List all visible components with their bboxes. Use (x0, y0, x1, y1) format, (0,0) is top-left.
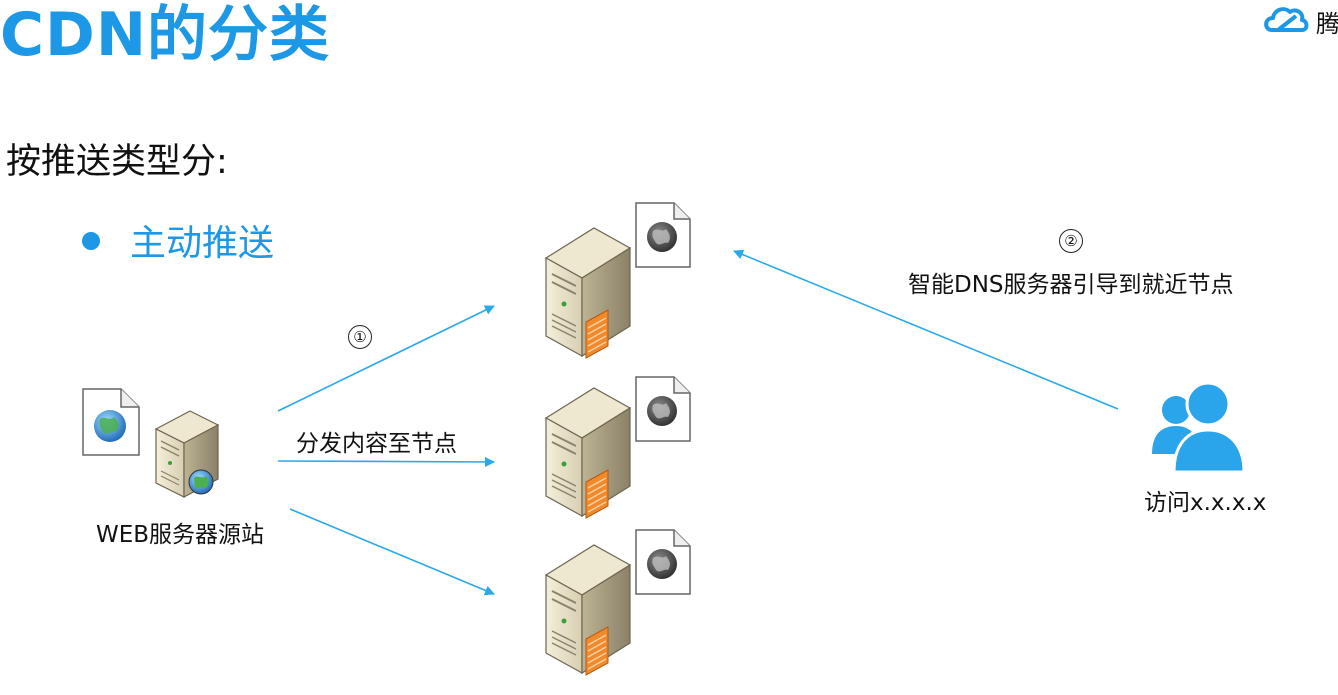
origin-label: WEB服务器源站 (96, 522, 265, 548)
page-title: CDN的分类 (0, 0, 331, 70)
server-icon (545, 544, 631, 676)
bullet-text: 主动推送 (130, 223, 275, 264)
edge-node-top (545, 202, 691, 359)
step1-label: 分发内容至节点 (296, 431, 457, 457)
user-label: 访问x.x.x.x (1144, 490, 1267, 516)
web-document-icon (82, 388, 140, 456)
edge-node-middle (545, 376, 691, 519)
web-document-icon (635, 376, 691, 442)
web-document-icon (635, 202, 691, 268)
origin-server (82, 388, 220, 498)
distribute-arrow-middle (277, 456, 495, 467)
cloud-logo-icon (1264, 7, 1309, 32)
step2-number: ② (1059, 229, 1083, 253)
distribute-arrow-top (277, 305, 495, 412)
logo-text: 腾 (1316, 10, 1338, 38)
bullet-dot (82, 232, 100, 250)
web-document-icon (635, 529, 691, 595)
edge-node-bottom (545, 529, 691, 676)
server-icon (545, 227, 631, 359)
users-icon (1152, 381, 1246, 474)
distribute-arrow-bottom (289, 508, 495, 596)
step1-number: ① (348, 325, 372, 349)
step2-label: 智能DNS服务器引导到就近节点 (908, 272, 1234, 298)
server-icon (545, 387, 631, 519)
dns-arrow (733, 249, 1119, 410)
subtitle: 按推送类型分: (6, 142, 228, 182)
